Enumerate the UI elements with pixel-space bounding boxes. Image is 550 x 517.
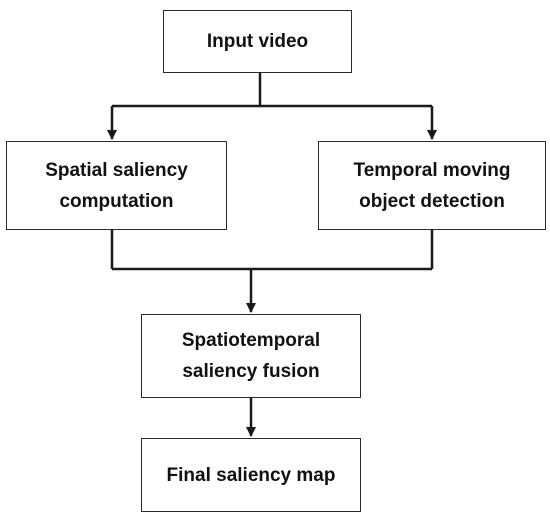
node-spatiotemporal-fusion: Spatiotemporal saliency fusion [141, 314, 361, 398]
node-temporal-detection-label: Temporal moving object detection [353, 159, 511, 212]
node-input-video-label: Input video [206, 31, 309, 52]
node-final-saliency-map: Final saliency map [141, 438, 361, 512]
node-spatial-saliency: Spatial saliency computation [6, 141, 227, 230]
node-spatial-saliency-label: Spatial saliency computation [45, 159, 188, 212]
node-input-video: Input video [163, 10, 352, 73]
node-spatiotemporal-fusion-label: Spatiotemporal saliency fusion [181, 330, 321, 382]
node-final-saliency-map-label: Final saliency map [166, 464, 336, 486]
node-temporal-detection: Temporal moving object detection [318, 141, 546, 230]
